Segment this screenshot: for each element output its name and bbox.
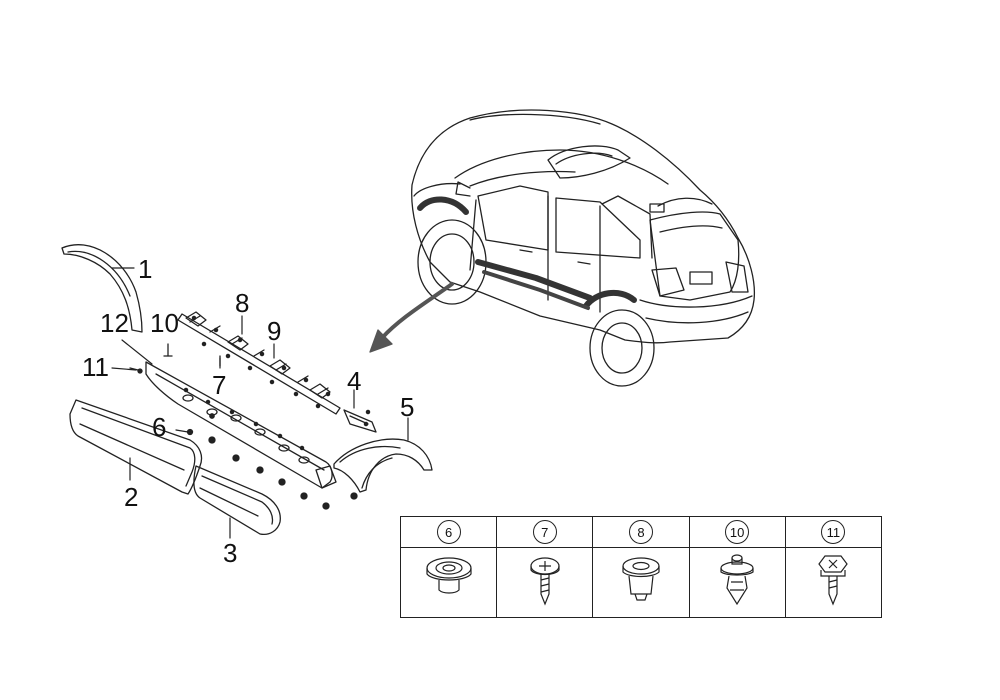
fastener-number: 11 <box>821 520 846 544</box>
part-1-front-arch-moulding <box>62 245 142 332</box>
callout-5: 5 <box>400 392 415 422</box>
callout-12: 12 <box>100 308 129 338</box>
part-8-9-clip-rail <box>178 312 340 414</box>
fastener-number: 6 <box>436 520 461 544</box>
callout-6: 6 <box>152 412 167 442</box>
callout-7: 7 <box>212 370 227 400</box>
direction-arrow <box>369 282 454 353</box>
fastener-icon-cell <box>496 547 594 618</box>
fastener-icon-cell <box>784 547 883 618</box>
fastener-table-header: 6 7 8 10 11 <box>399 516 883 548</box>
grommet-icon <box>622 557 660 601</box>
fastener-header-cell: 7 <box>496 516 594 548</box>
loose-fasteners <box>183 315 371 510</box>
fastener-table: 6 7 8 10 11 <box>399 516 883 618</box>
fastener-table-icons <box>399 547 883 618</box>
fastener-header-cell: 8 <box>592 516 690 548</box>
fastener-header-cell: 10 <box>688 516 786 548</box>
callout-2: 2 <box>124 482 139 512</box>
part-2-front-door-moulding <box>70 400 202 494</box>
push-clip-icon <box>720 554 754 606</box>
callout-4: 4 <box>347 366 362 396</box>
callout-9: 9 <box>267 316 282 346</box>
screw-icon <box>530 557 560 606</box>
fastener-icon-cell <box>399 547 498 618</box>
fastener-number: 10 <box>725 520 750 544</box>
callout-3: 3 <box>223 538 238 568</box>
callout-8: 8 <box>235 288 250 318</box>
fastener-icon-cell <box>688 547 786 618</box>
part-3-rear-door-moulding <box>194 466 280 534</box>
leader-lines <box>111 267 409 539</box>
callout-1: 1 <box>138 254 153 284</box>
part-4-bracket <box>344 410 376 432</box>
fastener-header-cell: 11 <box>784 516 883 548</box>
fastener-number: 8 <box>628 520 653 544</box>
fastener-header-cell: 6 <box>399 516 498 548</box>
screw-clip-icon <box>818 555 849 606</box>
car-illustration <box>412 110 755 386</box>
callout-11: 11 <box>82 352 109 382</box>
part-5-rear-arch-moulding <box>334 439 432 492</box>
fastener-icon-cell <box>592 547 690 618</box>
push-nut-icon <box>425 557 472 594</box>
fastener-number: 7 <box>532 520 557 544</box>
callout-10: 10 <box>150 308 179 338</box>
